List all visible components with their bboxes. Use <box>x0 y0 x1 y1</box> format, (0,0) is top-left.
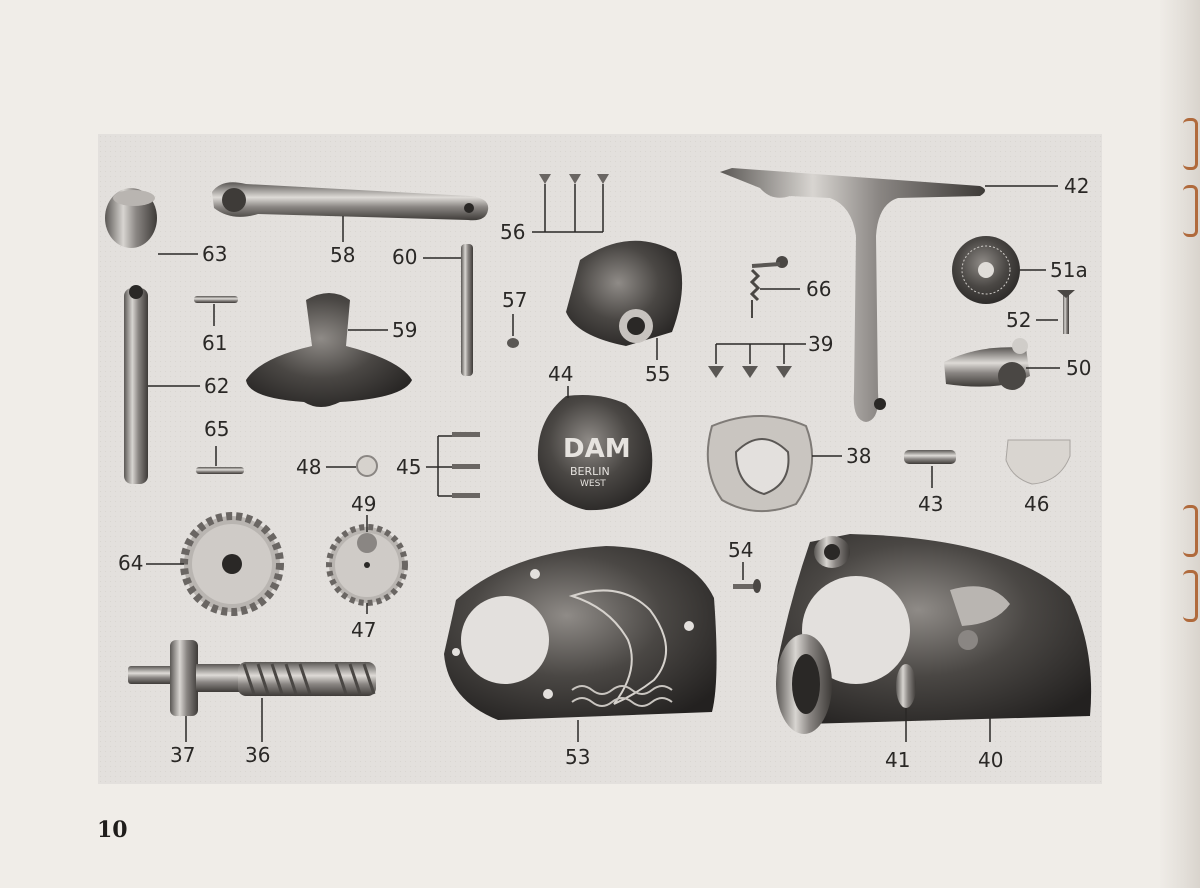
page-number: 10 <box>97 817 128 843</box>
part-62-axle <box>124 285 200 484</box>
callout-60: 60 <box>392 245 418 269</box>
part-44-dam-cap <box>537 386 653 511</box>
callout-46: 46 <box>1024 492 1050 516</box>
callout-45: 45 <box>396 455 422 479</box>
part-57-screw <box>507 314 519 348</box>
callout-37: 37 <box>170 743 196 767</box>
callout-59: 59 <box>392 318 418 342</box>
callout-41: 41 <box>885 748 911 772</box>
callout-52: 52 <box>1006 308 1032 332</box>
callout-39: 39 <box>808 332 834 356</box>
part-56-screws <box>532 174 609 233</box>
callout-64: 64 <box>118 551 144 575</box>
staple-icon <box>1183 185 1198 237</box>
part-38-gasket <box>706 415 842 513</box>
dam-brand-text: DAM <box>563 434 631 464</box>
part-58-crank-arm <box>212 182 489 242</box>
callout-63: 63 <box>202 242 228 266</box>
callout-55: 55 <box>645 362 671 386</box>
part-65-pin <box>196 446 244 474</box>
callout-51a: 51a <box>1050 258 1088 282</box>
part-52-screw <box>1036 290 1075 334</box>
callout-44: 44 <box>548 362 574 386</box>
callout-38: 38 <box>846 444 872 468</box>
page-binding-edge <box>1160 0 1200 888</box>
callout-40: 40 <box>978 748 1004 772</box>
part-36-37-worm-shaft <box>128 640 376 742</box>
callout-61: 61 <box>202 331 228 355</box>
callout-50: 50 <box>1066 356 1092 380</box>
part-42-t-handle <box>720 168 1058 422</box>
part-66-spring-pin <box>749 256 800 318</box>
staple-icon <box>1183 505 1198 557</box>
part-47-gear <box>326 515 408 614</box>
part-54-screw <box>733 562 761 593</box>
part-43-spool <box>904 450 956 488</box>
part-61-pin <box>194 296 238 326</box>
staple-icon <box>1183 118 1198 170</box>
callout-57: 57 <box>502 288 528 312</box>
callout-49: 49 <box>351 492 377 516</box>
part-50-mechanism <box>944 338 1060 390</box>
part-53-side-plate <box>444 546 717 742</box>
part-48-washer <box>326 455 378 477</box>
callout-65: 65 <box>204 417 230 441</box>
part-46-shoe <box>1005 439 1071 485</box>
part-60-pin <box>423 244 473 376</box>
dam-district-text: WEST <box>580 479 606 489</box>
callout-53: 53 <box>565 745 591 769</box>
part-55-housing-cap <box>566 240 683 360</box>
part-45-screws <box>426 432 480 498</box>
callout-47: 47 <box>351 618 377 642</box>
staple-icon <box>1183 570 1198 622</box>
callout-58: 58 <box>330 243 356 267</box>
part-63-knurled-knob <box>105 188 198 255</box>
callout-66: 66 <box>806 277 832 301</box>
callout-56: 56 <box>500 220 526 244</box>
part-64-gear <box>146 512 284 616</box>
part-39-screws <box>708 343 806 378</box>
callout-43: 43 <box>918 492 944 516</box>
callout-62: 62 <box>204 374 230 398</box>
callout-42: 42 <box>1064 174 1090 198</box>
part-40-41-housing <box>776 534 1092 742</box>
dam-city-text: BERLIN <box>570 465 610 478</box>
part-51a-dial <box>952 236 1046 304</box>
callout-36: 36 <box>245 743 271 767</box>
callout-48: 48 <box>296 455 322 479</box>
callout-54: 54 <box>728 538 754 562</box>
part-59-handle-knob <box>246 293 412 407</box>
